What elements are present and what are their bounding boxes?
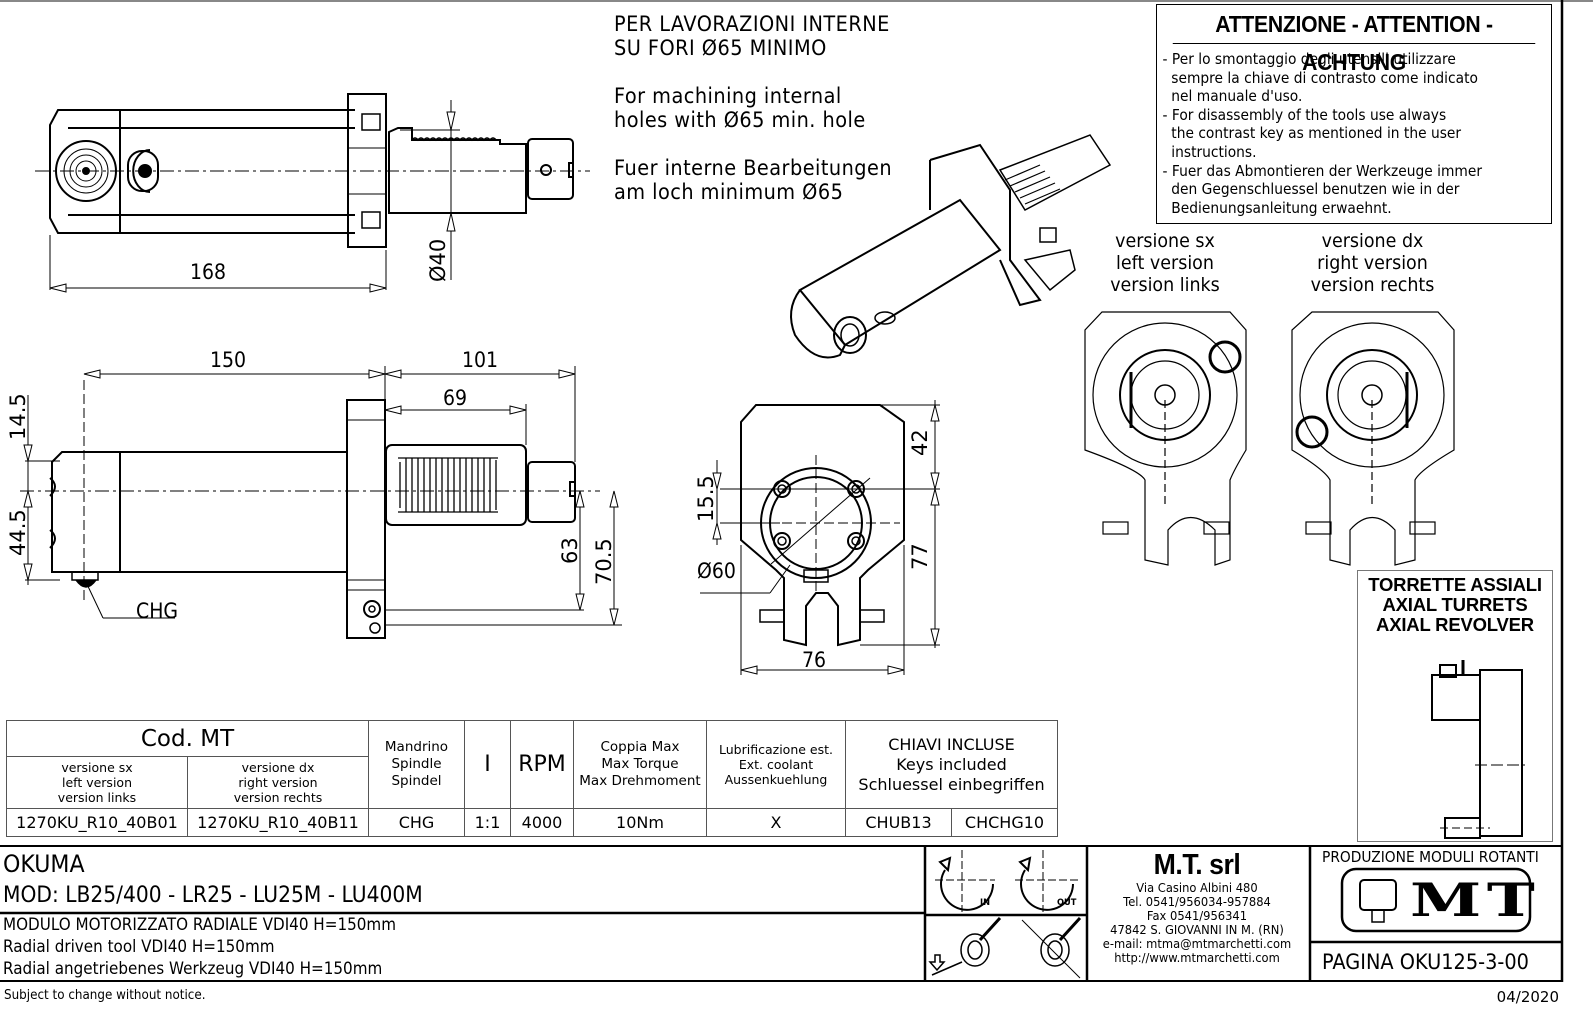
warning-title: ATTENZIONE - ATTENTION - ACHTUNG: [1172, 5, 1536, 75]
company-info: M.T. srl Via Casino Albini 480 Tel. 0541…: [1087, 847, 1307, 980]
description-italian: MODULO MOTORIZZATO RADIALE VDI40 H=150mm: [3, 915, 396, 934]
header-rpm: RPM: [510, 720, 574, 809]
dim-lower-44-5: 44.5: [6, 509, 30, 556]
dim-diameter-40: Ø40: [426, 238, 450, 282]
disclaimer: Subject to change without notice.: [4, 988, 206, 1003]
company-name: M.T. srl: [1153, 849, 1241, 881]
rotation-in-icon: [935, 850, 995, 912]
cell-code-dx: 1270KU_R10_40B11: [187, 808, 369, 837]
model-list: MOD: LB25/400 - LR25 - LU25M - LU400M: [3, 883, 423, 908]
axial-turret-drawing: [1431, 660, 1525, 839]
dim-shank-101: 101: [462, 348, 499, 372]
dim-thread-69: 69: [443, 386, 468, 410]
header-ratio: I: [464, 720, 511, 809]
page-number: PAGINA OKU125-3-00: [1322, 950, 1529, 974]
brand-name: OKUMA: [3, 850, 85, 878]
warning-box: ATTENZIONE - ATTENTION - ACHTUNG - Per l…: [1156, 4, 1552, 224]
cell-spindle: CHG: [368, 808, 465, 837]
rotation-out-label: OUT: [1057, 898, 1077, 908]
dim-offset-15-5: 15.5: [694, 475, 718, 522]
description-english: Radial driven tool VDI40 H=150mm: [3, 937, 275, 956]
right-version-drawing: [1291, 311, 1455, 566]
cell-torque: 10Nm: [573, 808, 707, 837]
top-view-drawing: [35, 93, 590, 293]
mt-logo: [1340, 867, 1532, 933]
cell-code-sx: 1270KU_R10_40B01: [6, 808, 188, 837]
dim-length-168: 168: [190, 260, 227, 284]
note-italian: PER LAVORAZIONI INTERNE SU FORI Ø65 MINI…: [614, 12, 890, 60]
dim-bottom-77: 77: [908, 543, 932, 570]
dim-height-63: 63: [558, 537, 582, 564]
dim-diameter-60: Ø60: [697, 559, 736, 583]
company-email: e-mail: mtma@mtmarchetti.com: [1102, 936, 1292, 951]
cell-key2: CHCHG10: [951, 808, 1058, 837]
machining-notes: PER LAVORAZIONI INTERNE SU FORI Ø65 MINI…: [614, 12, 892, 228]
dim-width-76: 76: [802, 648, 827, 672]
revision-date: 04/2020: [1496, 988, 1559, 1006]
dim-height-70-5: 70.5: [592, 538, 616, 585]
cell-rpm: 4000: [510, 808, 574, 837]
header-code-mt: Cod. MT: [6, 720, 369, 757]
title-block-lines: [0, 847, 1562, 980]
table-row: 1270KU_R10_40B01 1270KU_R10_40B11 CHG 1:…: [6, 808, 1058, 837]
note-english: For machining internal holes with Ø65 mi…: [614, 84, 866, 132]
left-version-drawing: [1084, 311, 1247, 566]
wrench-correct-icon: [928, 916, 1002, 976]
dim-body-150: 150: [210, 348, 247, 372]
cell-coolant: X: [706, 808, 846, 837]
company-website: http://www.mtmarchetti.com: [1114, 950, 1280, 965]
production-label: PRODUZIONE MODULI ROTANTI: [1322, 848, 1539, 866]
wrench-wrong-icon: [1021, 916, 1082, 979]
isometric-view-drawing: [790, 134, 1112, 359]
note-german: Fuer interne Bearbeitungen am loch minim…: [614, 156, 893, 204]
logo-text: MT: [1410, 873, 1541, 927]
cell-ratio: 1:1: [464, 808, 511, 837]
rotation-in-label: IN: [980, 898, 991, 908]
description-german: Radial angetriebenes Werkzeug VDI40 H=15…: [3, 959, 383, 978]
dim-upper-14-5: 14.5: [6, 393, 30, 440]
dim-top-42: 42: [908, 429, 932, 456]
rotation-out-icon: [1015, 850, 1080, 912]
cell-key1: CHUB13: [845, 808, 952, 837]
front-view-drawing: [700, 400, 940, 675]
title-block: [0, 845, 1562, 982]
side-view-drawing: [20, 366, 622, 639]
nozzle-label-chg: CHG: [136, 599, 179, 623]
warning-text: - Per lo smontaggio degli utensili utili…: [1162, 50, 1483, 217]
